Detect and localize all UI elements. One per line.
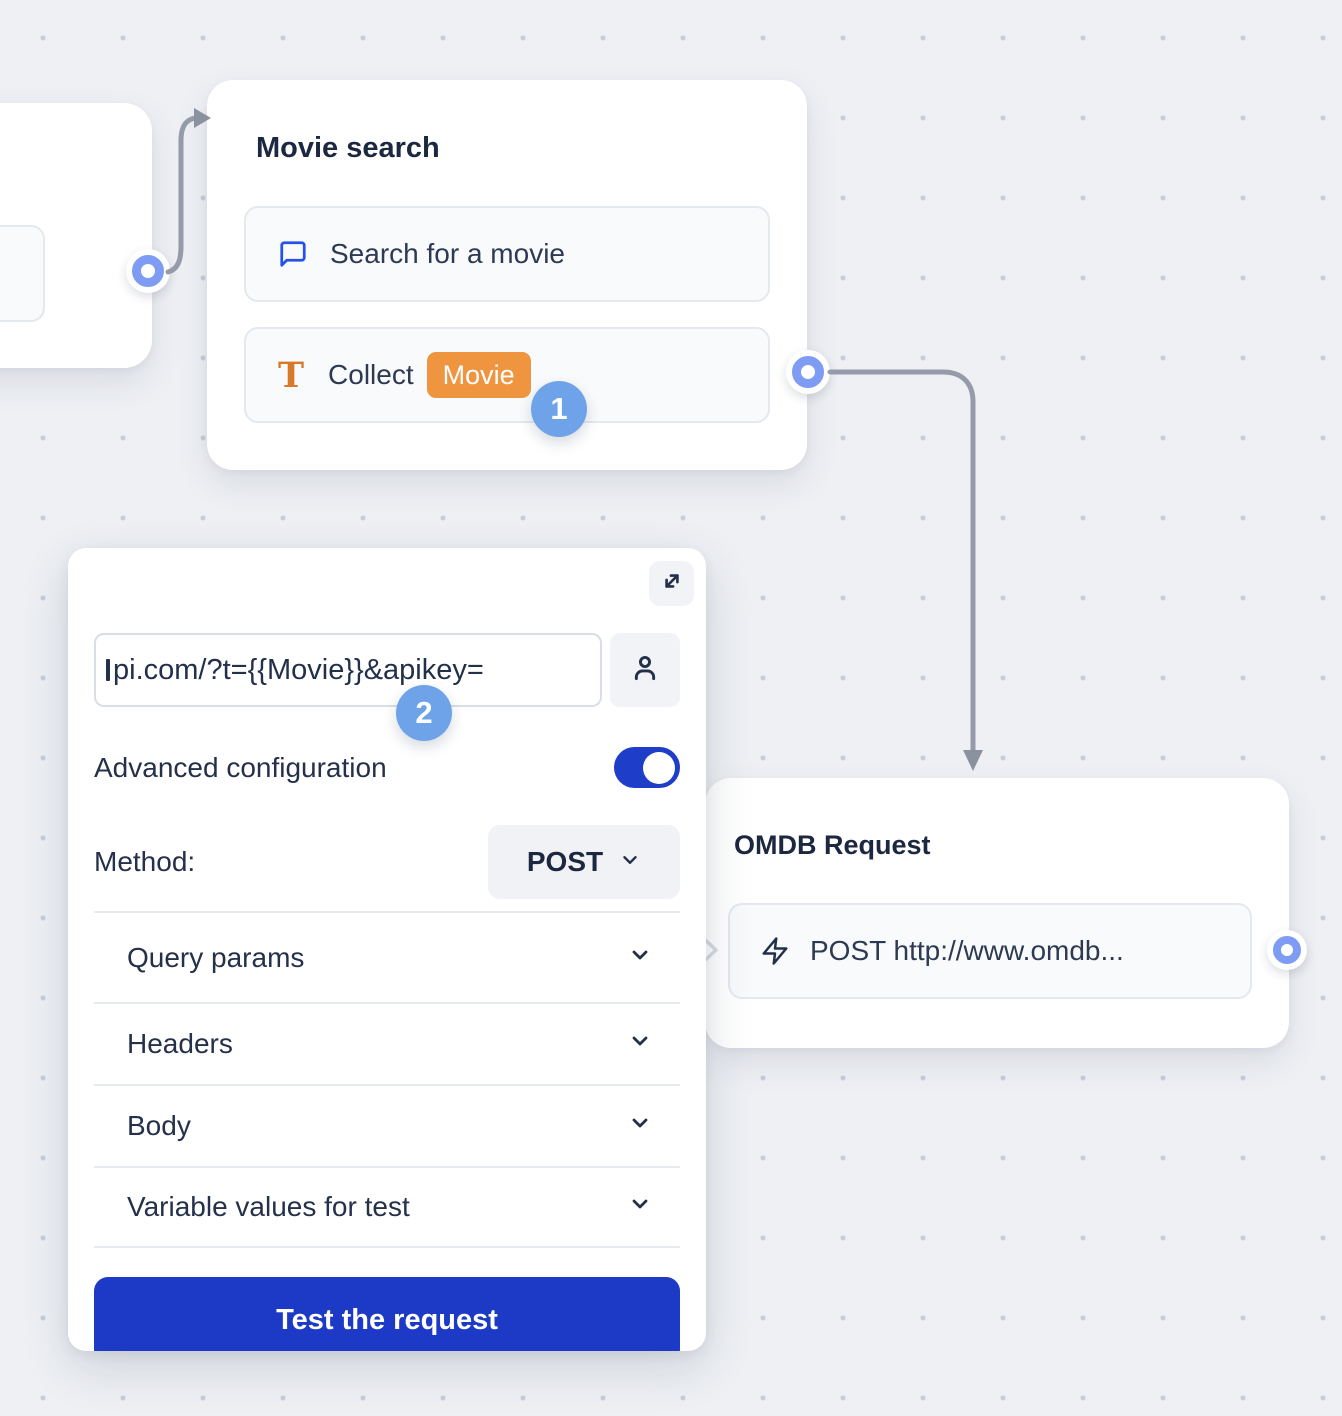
chevron-down-icon <box>628 1191 652 1223</box>
omdb-request-block[interactable]: POST http://www.omdb... <box>728 903 1252 999</box>
advanced-configuration-label: Advanced configuration <box>94 751 387 783</box>
chevron-down-icon <box>628 1028 652 1060</box>
collect-movie-block[interactable]: T Collect Movie <box>244 327 770 423</box>
section-label: Headers <box>127 1028 233 1059</box>
section-body[interactable]: Body <box>94 1084 680 1166</box>
block-label: POST http://www.omdb... <box>810 935 1124 966</box>
search-for-movie-block[interactable]: Search for a movie <box>244 206 770 302</box>
variable-tag-movie[interactable]: Movie <box>426 351 531 399</box>
method-label: Method: <box>94 846 196 877</box>
previous-node-block[interactable] <box>0 225 45 322</box>
url-input[interactable]: pi.com/?t={{Movie}}&apikey= <box>94 633 602 707</box>
test-request-button[interactable]: Test the request <box>94 1277 680 1351</box>
movie-search-node-card[interactable]: Movie search Search for a movie T Collec… <box>207 80 807 470</box>
url-value: pi.com/?t={{Movie}}&apikey= <box>113 653 484 686</box>
previous-node-card[interactable] <box>0 103 152 368</box>
output-port-previous-node[interactable] <box>126 249 170 293</box>
expand-button[interactable] <box>649 561 694 606</box>
section-label: Variable values for test <box>127 1191 410 1222</box>
user-icon <box>629 652 661 689</box>
chevron-down-icon <box>619 846 641 878</box>
chevron-down-icon <box>628 1110 652 1142</box>
block-label: Collect <box>328 359 414 390</box>
section-variable-values[interactable]: Variable values for test <box>94 1166 680 1248</box>
section-headers[interactable]: Headers <box>94 1002 680 1084</box>
section-label: Query params <box>127 941 305 973</box>
omdb-request-node-card[interactable]: OMDB Request POST http://www.omdb... <box>705 778 1289 1048</box>
section-label: Body <box>127 1110 191 1141</box>
section-query-params[interactable]: Query params <box>94 911 680 1002</box>
lightning-icon <box>760 936 790 966</box>
chat-bubble-icon <box>278 239 308 269</box>
port-ring <box>792 356 824 388</box>
step-badge-1: 1 <box>531 381 587 437</box>
node-title: Movie search <box>256 132 440 164</box>
expand-diagonal-icon <box>659 568 685 599</box>
method-select[interactable]: POST <box>488 825 680 899</box>
webhook-config-panel: pi.com/?t={{Movie}}&apikey= Advanced con… <box>68 548 706 1351</box>
output-port-omdb-node[interactable] <box>1267 930 1307 970</box>
advanced-configuration-toggle[interactable] <box>614 747 680 788</box>
step-badge-2: 2 <box>396 685 452 741</box>
port-ring <box>132 255 164 287</box>
toggle-knob <box>643 751 675 784</box>
node-title: OMDB Request <box>734 830 931 860</box>
insert-variable-button[interactable] <box>610 633 680 707</box>
method-value: POST <box>526 846 604 877</box>
port-ring <box>1273 936 1301 964</box>
clipped-character <box>106 659 110 681</box>
output-port-movie-search[interactable] <box>786 350 830 394</box>
text-input-icon: T <box>278 354 305 396</box>
chevron-down-icon <box>628 942 652 974</box>
block-label: Search for a movie <box>330 238 565 269</box>
